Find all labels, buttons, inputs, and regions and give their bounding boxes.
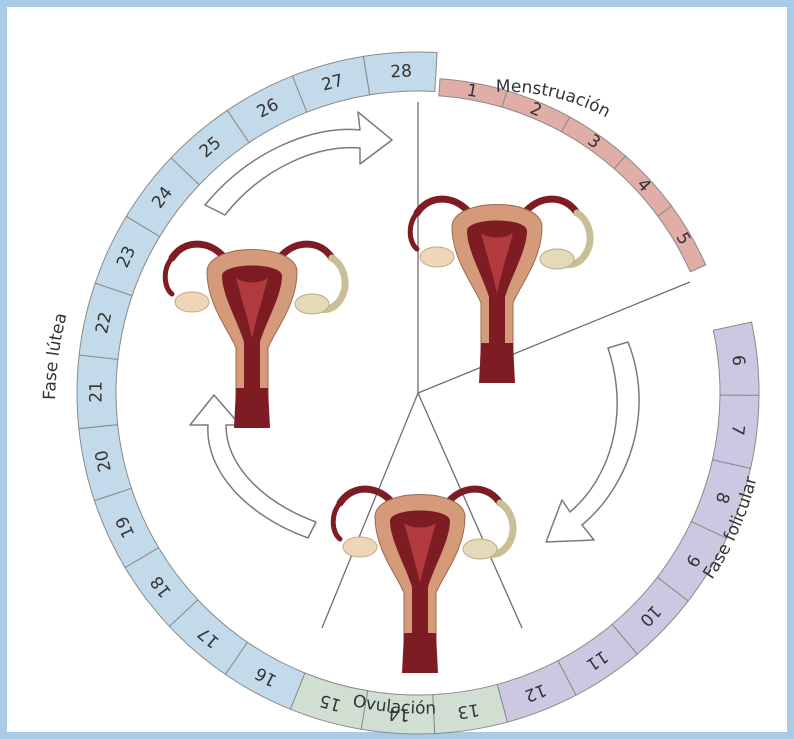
day-number-13: 13	[456, 699, 481, 722]
day-number-28: 28	[390, 61, 413, 82]
cycle-arrow-icon	[546, 342, 639, 542]
phase-label-luteal-text: Fase lútea	[40, 311, 72, 400]
day-number-21: 21	[86, 381, 106, 403]
day-number-6: 6	[727, 354, 748, 367]
phase-label-luteal: Fase lútea	[40, 311, 72, 400]
uterus-icon-luteal	[165, 244, 345, 428]
uterus-icon-menstruation	[410, 199, 590, 383]
divider-follicular-start	[418, 282, 690, 393]
day-number-7: 7	[727, 423, 748, 436]
uterus-icon-ovulation	[333, 489, 513, 673]
